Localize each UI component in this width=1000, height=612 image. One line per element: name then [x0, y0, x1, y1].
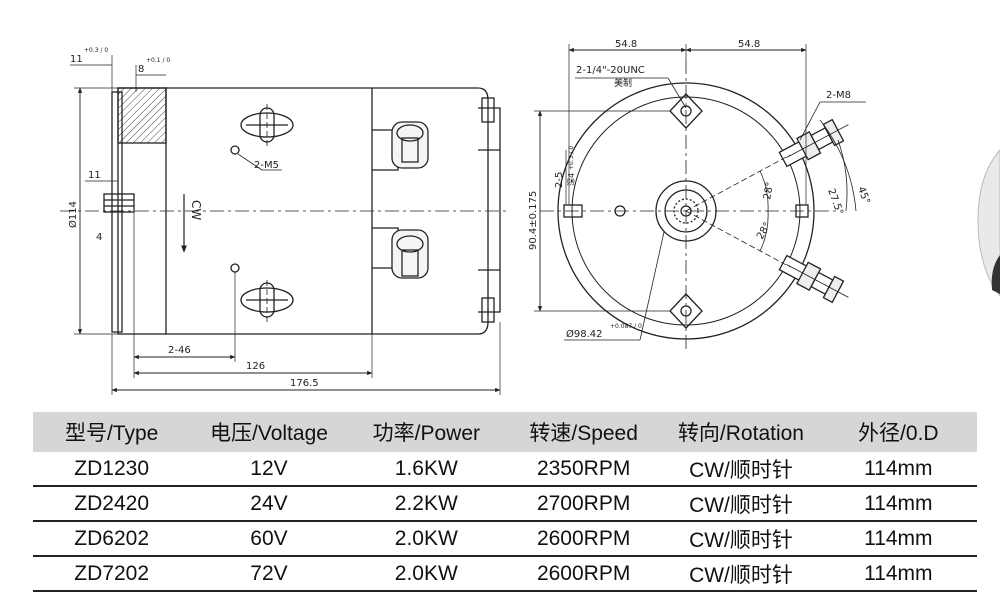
dim-8-top-tol: +0.1 / 0 — [146, 57, 170, 64]
dim-11-small: 11 — [88, 170, 101, 181]
technical-drawing: 11 +0.3 / 0 8 +0.1 / 0 11 4 Ø114 CW 2-M5… — [60, 39, 1000, 395]
terminal-stud-upper — [778, 118, 849, 168]
cell-speed: 2700RPM — [504, 485, 663, 521]
col-header-power: 功率/Power — [347, 412, 505, 452]
terminal-stud-lower — [778, 254, 849, 304]
dim-2-46: 2-46 — [168, 345, 191, 356]
cell-power: 2.2KW — [347, 485, 505, 521]
cell-od: 114mm — [819, 555, 977, 592]
cell-od: 114mm — [864, 456, 933, 480]
angle-28-lower: 28° — [755, 221, 773, 242]
col-header-voltage: 电压/Voltage — [190, 412, 348, 452]
dim-90-4: 90.4±0.175 — [528, 191, 539, 250]
side-view-labels: 11 +0.3 / 0 8 +0.1 / 0 11 4 Ø114 CW 2-M5… — [67, 47, 319, 389]
angle-27-5: 27.5° — [825, 187, 845, 216]
cell-speed: 2350RPM — [536, 456, 631, 480]
dim-98-42: Ø98.42 — [566, 328, 603, 340]
mount-hole-top — [669, 93, 703, 129]
cell-power: 1.6KW — [394, 456, 458, 480]
thread-unc-note: 美制 — [614, 77, 632, 89]
cell-power: 2.0KW — [347, 555, 505, 592]
col-header-rotation: 转向/Rotation — [662, 412, 820, 452]
cell-voltage: 12V — [250, 456, 288, 480]
dim-8-top: 8 — [138, 64, 144, 75]
angle-28-upper: 28° — [762, 181, 776, 200]
cell-voltage: 24V — [190, 485, 348, 521]
cell-od: 114mm — [819, 485, 977, 521]
screw-bottom — [240, 280, 294, 322]
cell-rotation: CW/顺时针 — [662, 485, 820, 521]
dim-2-5-tol: +0.3 / 0 — [568, 146, 575, 170]
spec-table: 型号/Type 电压/Voltage 功率/Power 转速/Speed 转向/… — [33, 412, 977, 592]
terminal-top — [372, 121, 429, 171]
dim-54-8-right: 54.8 — [738, 39, 760, 50]
terminal-bottom — [372, 227, 429, 279]
mount-hole-bottom — [669, 293, 703, 329]
table-row: ZD6202 60V 2.0KW 2600RPM CW/顺时针 114mm — [33, 520, 977, 556]
dim-176-5: 176.5 — [290, 378, 319, 389]
table-row: ZD1230 12V 1.6KW 2350RPM CW/顺时针 114mm — [33, 452, 977, 486]
front-view — [534, 44, 866, 350]
cell-speed: 2600RPM — [504, 520, 663, 556]
dim-2-5: 2-5 — [554, 172, 565, 188]
cell-speed: 2600RPM — [504, 555, 663, 592]
cell-voltage: 60V — [190, 520, 348, 556]
col-header-speed: 转速/Speed — [504, 412, 663, 452]
thread-m5: 2-M5 — [254, 160, 279, 171]
cell-type: ZD2420 — [33, 485, 191, 521]
side-view — [60, 55, 510, 395]
dim-4-small: 4 — [96, 232, 102, 243]
table-row: ZD7202 72V 2.0KW 2600RPM CW/顺时针 114mm — [33, 555, 977, 592]
dim-11-top: 11 — [70, 54, 83, 65]
cell-rotation: CW/顺时针 — [662, 520, 820, 556]
cell-type: ZD6202 — [33, 520, 191, 556]
thread-unc: 2-1/4"-20UNC — [576, 65, 645, 76]
table-header-row: 型号/Type 电压/Voltage 功率/Power 转速/Speed 转向/… — [33, 412, 977, 452]
cell-type: ZD7202 — [33, 555, 191, 592]
dim-11-top-tol: +0.3 / 0 — [84, 47, 108, 54]
dim-2-5-depth: 深4 — [567, 173, 576, 186]
cell-type: ZD1230 — [74, 456, 150, 480]
screw-top — [240, 104, 294, 148]
dim-98-42-tol: +0.087 / 0 — [610, 323, 642, 330]
col-header-od: 外径/0.D — [819, 412, 977, 452]
angle-45: 45° — [855, 185, 871, 205]
rotation-label: CW — [189, 200, 203, 220]
cell-rotation: CW/顺时针 — [662, 555, 820, 592]
col-header-type: 型号/Type — [33, 412, 191, 452]
cell-rotation: CW/顺时针 — [689, 458, 793, 482]
table-row: ZD2420 24V 2.2KW 2700RPM CW/顺时针 114mm — [33, 485, 977, 521]
cropped-photo-edge — [977, 149, 1000, 297]
dim-54-8-left: 54.8 — [615, 39, 637, 50]
cell-voltage: 72V — [190, 555, 348, 592]
cell-od: 114mm — [819, 520, 977, 556]
dim-126: 126 — [246, 361, 265, 372]
thread-m8: 2-M8 — [826, 90, 851, 101]
cell-power: 2.0KW — [347, 520, 505, 556]
dim-diameter-114: Ø114 — [67, 201, 79, 228]
